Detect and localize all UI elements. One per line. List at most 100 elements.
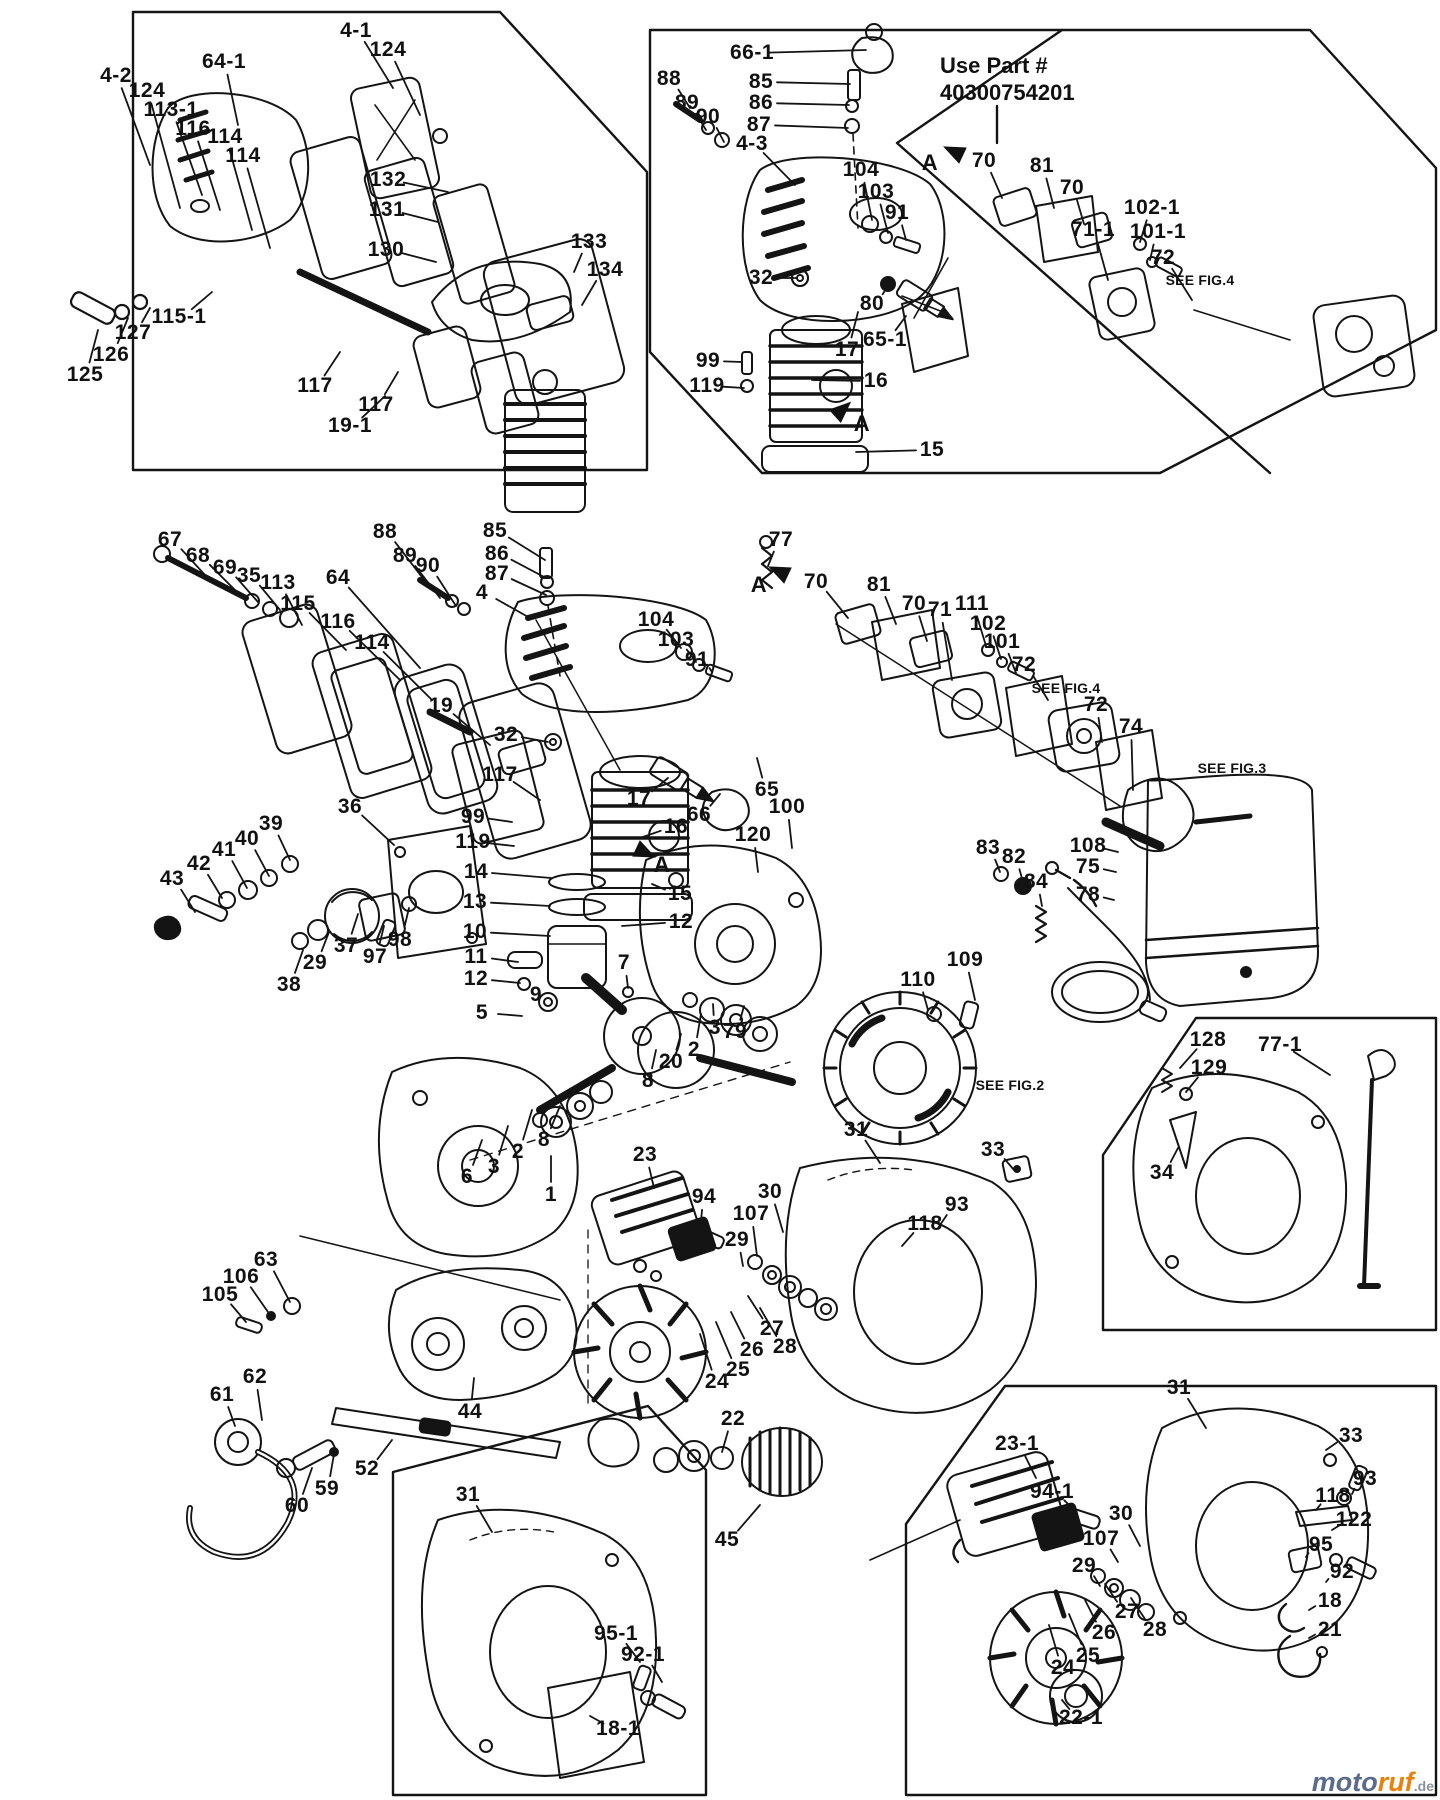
part-callout: 77-1 (1257, 1033, 1303, 1056)
part-callout: 62 (242, 1365, 268, 1388)
part-callout: 93 (1352, 1467, 1378, 1490)
part-callout: 124 (369, 38, 407, 61)
part-callout: 107 (1082, 1527, 1120, 1550)
use-part-number: 40300754201 (940, 80, 1075, 105)
magneto-inset-sketch (869, 1407, 1377, 1727)
part-callout: 109 (946, 948, 984, 971)
part-callout: 19 (428, 694, 454, 717)
part-callout: 95-1 (593, 1622, 639, 1645)
use-part-label: Use Part # (940, 53, 1048, 78)
part-callout: 66 (686, 803, 712, 826)
part-callout: 4-1 (340, 19, 372, 42)
part-callout: 70 (1059, 176, 1085, 199)
part-callout: 6 (460, 1165, 474, 1188)
part-callout: 68 (185, 544, 211, 567)
part-callout: 89 (392, 544, 418, 567)
use-part-note: Use Part # 40300754201 (940, 52, 1075, 106)
part-callout: 77 (768, 528, 794, 551)
part-callout: SEE FIG.2 (975, 1077, 1045, 1093)
part-callout: 29 (1071, 1554, 1097, 1577)
part-callout: 91 (684, 648, 710, 671)
motoruf-logo[interactable]: motoruf.de (1312, 1767, 1434, 1798)
motoruf-logo-ruf: ruf (1377, 1767, 1414, 1797)
part-callout: 126 (92, 343, 130, 366)
part-callout: 71 (927, 598, 953, 621)
carburetor-muffler-sketch (834, 603, 1320, 1023)
part-callout: 133 (570, 230, 608, 253)
part-callout: 102-1 (1123, 196, 1181, 219)
part-callout: 17 (834, 338, 860, 361)
part-callout: 17 (626, 787, 652, 810)
part-callout: 119 (455, 830, 491, 853)
part-callout: 65 (754, 778, 780, 801)
part-callout: 131 (368, 198, 406, 221)
part-callout: 21 (1317, 1618, 1343, 1641)
engine-core-sketch (469, 594, 796, 1161)
part-callout: 111 (954, 592, 990, 615)
part-callout: 88 (372, 520, 398, 543)
part-callout: 132 (369, 168, 407, 191)
part-callout: 104 (842, 158, 880, 181)
part-callout: 15 (919, 438, 945, 461)
part-callout: 127 (114, 321, 152, 344)
part-callout: 32 (493, 723, 519, 746)
part-callout: A (750, 572, 768, 597)
part-callout: 40 (234, 827, 260, 850)
part-callout: 8 (641, 1069, 655, 1092)
part-callout: 31 (1166, 1376, 1192, 1399)
part-callout: 28 (1142, 1618, 1168, 1641)
part-callout: 110 (900, 968, 936, 991)
part-callout: 30 (1108, 1502, 1134, 1525)
recoil-dipstick-inset-sketch (1132, 1049, 1396, 1304)
part-callout: 66-1 (729, 41, 775, 64)
part-callout: 134 (586, 258, 624, 281)
part-callout: 38 (276, 973, 302, 996)
part-callout: 117 (297, 374, 333, 397)
part-callout: 79 (722, 1020, 748, 1043)
part-callout: 19-1 (327, 414, 373, 437)
part-callout: 129 (1190, 1056, 1228, 1079)
part-callout: 13 (462, 890, 488, 913)
part-callout: 74 (1118, 715, 1144, 738)
part-callout: 25 (1075, 1644, 1101, 1667)
part-callout: 20 (658, 1050, 684, 1073)
part-callout: 22 (720, 1407, 746, 1430)
part-callout: 118 (907, 1212, 943, 1235)
part-callout: 14 (463, 860, 489, 883)
part-callout: 29 (302, 951, 328, 974)
part-callout: 72 (1083, 693, 1109, 716)
part-callout: 94 (691, 1185, 717, 1208)
callout-leader-lines (88, 41, 1356, 1725)
part-callout: 122 (1335, 1508, 1373, 1531)
part-callout: 85 (748, 70, 774, 93)
part-callout: 32 (748, 266, 774, 289)
part-callout: 41 (211, 838, 237, 861)
part-callout: 26 (739, 1338, 765, 1361)
part-callout: 4-3 (736, 132, 768, 155)
part-callout: 26 (1091, 1621, 1117, 1644)
part-callout: 1 (544, 1183, 558, 1206)
motoruf-logo-moto: moto (1311, 1767, 1378, 1797)
part-callout: 43 (159, 867, 185, 890)
part-callout: 75 (1075, 855, 1101, 878)
part-callout: 37 (333, 934, 359, 957)
part-callout: 124 (128, 79, 166, 102)
part-callout: 90 (695, 105, 721, 128)
part-callout: 102 (969, 612, 1007, 635)
part-callout: 101 (983, 630, 1021, 653)
part-callout: 81 (866, 573, 892, 596)
part-callout: 113 (260, 571, 296, 594)
part-callout: 70 (971, 149, 997, 172)
part-callout: 24 (1050, 1656, 1076, 1679)
part-callout: 16 (663, 815, 689, 838)
part-callout: 35 (236, 564, 262, 587)
part-callout: 90 (415, 554, 441, 577)
part-callout: 34 (1149, 1161, 1175, 1184)
part-callout: 107 (732, 1202, 770, 1225)
part-callout: 115-1 (151, 305, 207, 328)
part-callout: 23 (632, 1143, 658, 1166)
part-callout: 22-1 (1058, 1706, 1104, 1729)
part-callout: 125 (66, 363, 104, 386)
part-callout: 16 (863, 369, 889, 392)
